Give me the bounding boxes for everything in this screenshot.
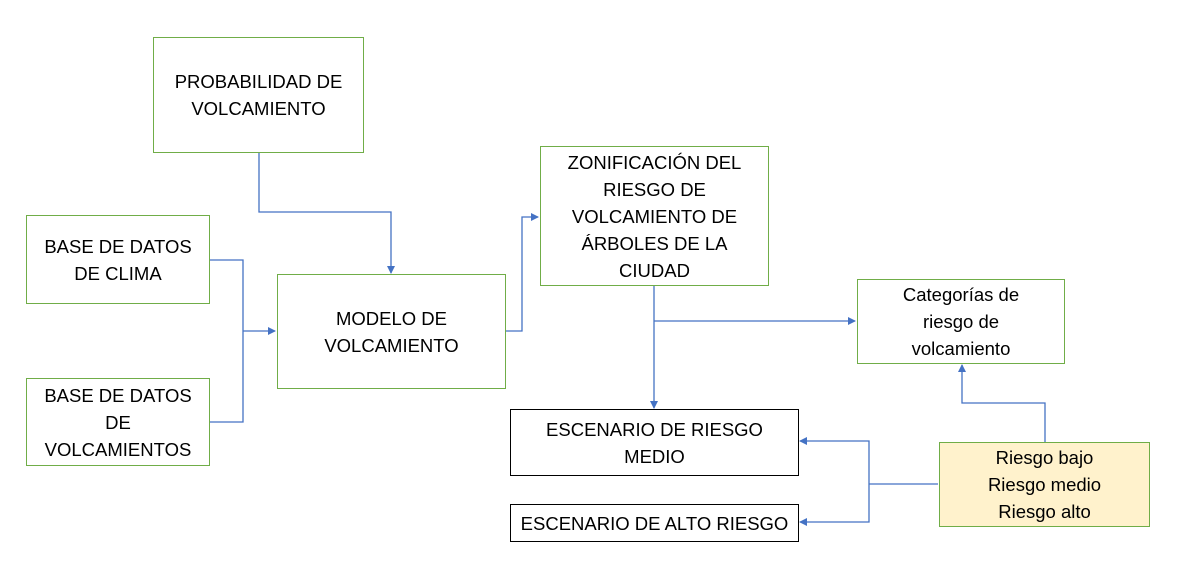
node-zonificacion-label: ZONIFICACIÓN DEL RIESGO DE VOLCAMIENTO D… xyxy=(567,151,742,281)
node-base-datos-volcamientos: BASE DE DATOS DE VOLCAMIENTOS xyxy=(26,378,210,466)
node-zonificacion-riesgo: ZONIFICACIÓN DEL RIESGO DE VOLCAMIENTO D… xyxy=(540,146,769,286)
node-escenario-alto-riesgo: ESCENARIO DE ALTO RIESGO xyxy=(510,504,799,542)
node-categorias-label: Categorías de riesgo de volcamiento xyxy=(902,284,1020,359)
node-categorias-riesgo: Categorías de riesgo de volcamiento xyxy=(857,279,1065,364)
connector-modelo-zonificacion xyxy=(505,213,539,332)
connector-volcamientos-modelo xyxy=(209,331,244,423)
connector-riesgos-escenario-alto xyxy=(799,484,870,526)
node-base-datos-clima: BASE DE DATOS DE CLIMA xyxy=(26,215,210,304)
node-clima-label: BASE DE DATOS DE CLIMA xyxy=(44,235,192,284)
connector-riesgos-escenario-medio xyxy=(799,437,870,484)
node-escenario-riesgo-medio: ESCENARIO DE RIESGO MEDIO xyxy=(510,409,799,476)
node-riesgos-label: Riesgo bajo Riesgo medio Riesgo alto xyxy=(987,447,1102,522)
node-modelo-label: MODELO DE VOLCAMIENTO xyxy=(324,307,459,356)
node-probabilidad-volcamiento: PROBABILIDAD DE VOLCAMIENTO xyxy=(153,37,364,153)
connector-probabilidad-modelo xyxy=(258,152,395,274)
connector-clima-modelo xyxy=(209,259,244,331)
node-modelo-volcamiento: MODELO DE VOLCAMIENTO xyxy=(277,274,506,389)
node-escenario-alto-label: ESCENARIO DE ALTO RIESGO xyxy=(520,512,789,534)
node-escenario-medio-label: ESCENARIO DE RIESGO MEDIO xyxy=(546,418,763,467)
connector-riesgos-categorias xyxy=(958,364,1046,442)
node-volcamientos-label: BASE DE DATOS DE VOLCAMIENTOS xyxy=(44,384,192,460)
node-probabilidad-label: PROBABILIDAD DE VOLCAMIENTO xyxy=(174,71,343,119)
node-niveles-riesgo: Riesgo bajo Riesgo medio Riesgo alto xyxy=(939,442,1150,527)
